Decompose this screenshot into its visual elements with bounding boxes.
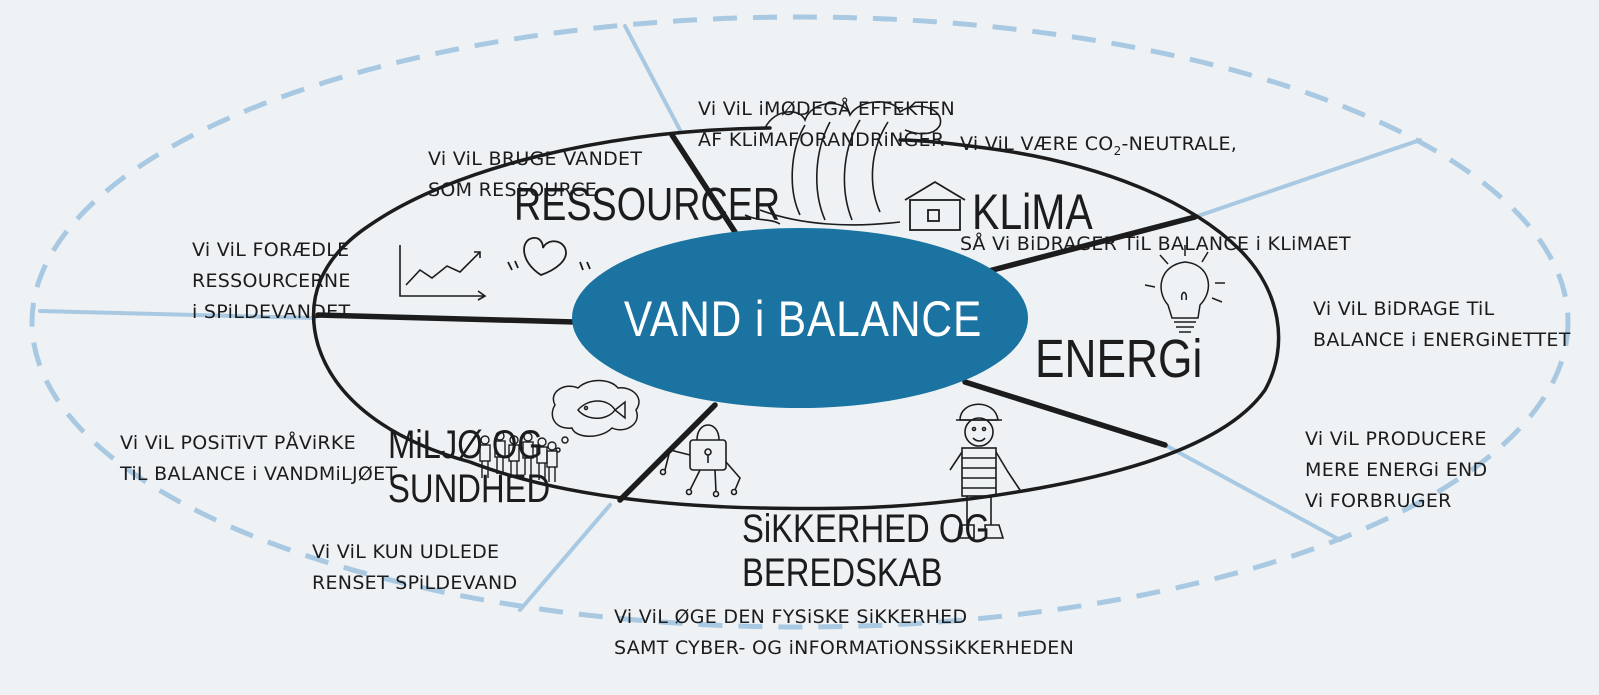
padlock-icon — [659, 424, 741, 498]
category-ressourcer: RESSOURCER — [514, 178, 781, 230]
center-ellipse — [572, 228, 1028, 408]
center-title: VAND i BALANCE — [623, 291, 983, 347]
worker-icon — [949, 403, 1021, 539]
people-icon — [479, 431, 558, 482]
category-energi: ENERGi — [1035, 329, 1203, 389]
heart-icon — [507, 237, 591, 276]
outer-dashed-ellipse — [29, 14, 1571, 630]
wave-icon — [744, 101, 942, 226]
goal-co2: Vi ViL VÆRE CO2-NEUTRALE, SÅ Vi BiDRAGER… — [960, 133, 1351, 255]
diagram-canvas — [29, 14, 1571, 630]
house-icon — [904, 180, 966, 231]
sector-divider-lines — [315, 132, 1198, 503]
category-klima: KLiMA — [972, 184, 1093, 240]
graph-icon — [399, 245, 487, 301]
fish-thought-icon — [551, 379, 640, 453]
lightbulb-icon — [1144, 245, 1225, 333]
outer-divider-lines — [38, 24, 1422, 612]
